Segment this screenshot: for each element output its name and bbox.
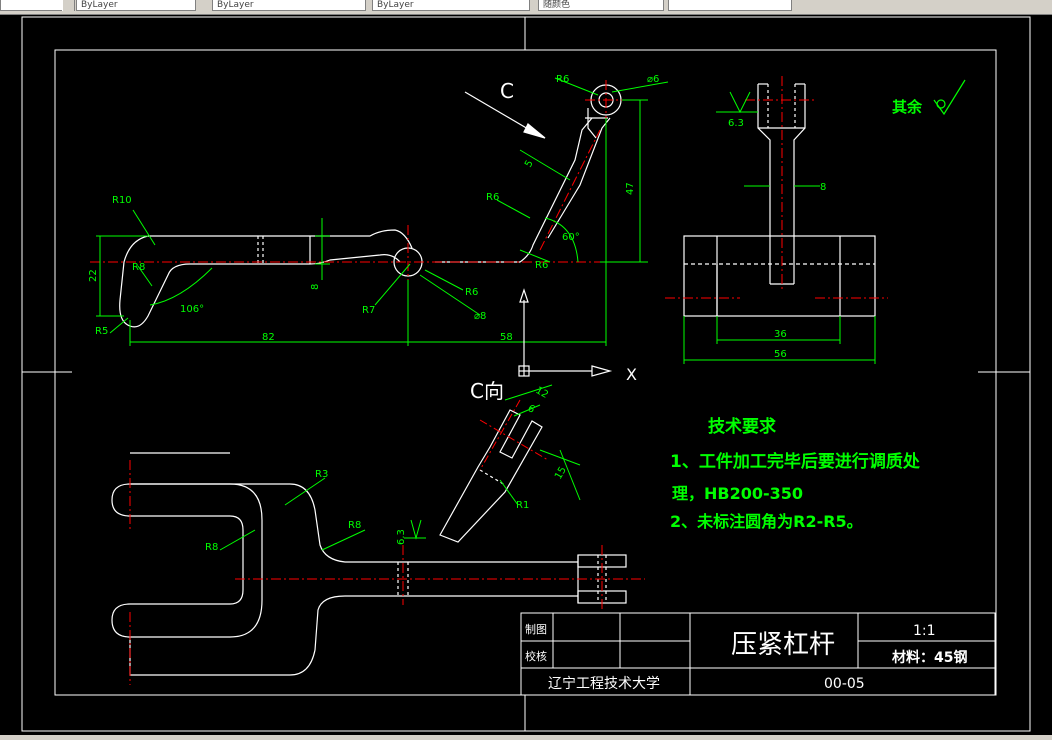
lineweight-combo[interactable]: ByLayer [372,0,530,11]
c-view-dimension-lines [499,384,581,506]
plan-view-dimension-texts: R3 R8 R8 6.3 [205,469,407,553]
side-dim-56: 56 [774,349,787,360]
c-view-centerlines [479,399,549,471]
view-label-c-direction: C向 [470,379,504,403]
drawing-canvas[interactable]: C R10 R8 R5 22 106° 82 8 R7 R6 ⌀8 58 R6 … [0,14,1052,735]
color-dropdown-button[interactable] [62,0,75,11]
side-dim-36: 36 [774,329,787,340]
roughness-note: 其余 [892,98,923,116]
tech-line-1: 1、工件加工完毕后要进行调质处 [670,451,921,472]
dim-r6-elbow: R6 [535,260,548,271]
tech-line-2: 理，HB200-350 [672,484,803,503]
c-dim-6: 6 [526,403,537,416]
side-view-dimension-texts: 6.3 8 36 56 [728,118,826,360]
view-direction-arrow [464,91,546,139]
dim-106: 106° [180,304,204,315]
front-view-dimension-texts: R10 R8 R5 22 106° 82 8 R7 R6 ⌀8 58 R6 R6… [88,74,659,343]
title-block-texts: 制图 校核 压紧杠杆 1:1 材料：45钢 辽宁工程技术大学 00-05 [525,623,967,692]
title-block [520,612,996,696]
c-dim-12: 12 [534,385,551,401]
dim-47: 47 [625,182,636,195]
plotstyle-combo[interactable]: 随颜色 [538,0,664,11]
side-view-outline [683,83,876,317]
extra-combo[interactable] [668,0,792,11]
front-view-dimension-lines [96,77,669,346]
part-name: 压紧杠杆 [731,630,835,660]
color-combo[interactable] [0,0,70,11]
plan-dim-63: 6.3 [396,529,407,545]
dim-r8-left: R8 [132,262,145,273]
roughness-symbol-icon [933,79,966,116]
material-value: 材料：45钢 [892,649,967,666]
checked-by-label: 校核 [525,649,547,663]
front-view-outline [119,84,622,328]
scale-value: 1:1 [913,623,936,639]
tech-line-3: 2、未标注圆角为R2-R5。 [670,512,863,531]
plan-view-dimension-lines [219,477,426,551]
layer-combo-value: ByLayer [81,0,118,10]
ucs-icon [518,288,613,377]
dim-r6-hole: R6 [465,287,478,298]
tech-requirements: 技术要求 1、工件加工完毕后要进行调质处 理，HB200-350 2、未标注圆角… [670,416,921,531]
side-dim-8: 8 [820,182,826,193]
c-view-dimension-texts: 12 6 15 R1 [516,385,569,511]
dim-5: 5 [523,158,536,169]
plan-dim-r3: R3 [315,469,328,480]
linetype-combo-value: ByLayer [217,0,254,10]
plan-dim-r8-a: R8 [348,520,361,531]
plan-view-centerlines [129,460,645,685]
dim-82: 82 [262,332,275,343]
linetype-combo[interactable]: ByLayer [212,0,366,11]
status-bar [0,735,1052,740]
dim-58: 58 [500,332,513,343]
drawn-by-label: 制图 [525,623,547,636]
ucs-x-label: X [626,365,637,384]
properties-toolbar: ByLayer ByLayer ByLayer 随颜色 [0,0,1052,15]
plan-dim-r8-b: R8 [205,542,218,553]
plan-view-outline [111,452,627,676]
side-view-dimension-lines [683,91,876,364]
tech-heading: 技术要求 [708,416,776,437]
dim-r6-arm: R6 [486,192,499,203]
dim-r10: R10 [112,195,132,206]
dim-60: 60° [562,232,580,243]
side-dim-63: 6.3 [728,118,744,129]
front-view-centerlines [90,80,640,300]
layer-combo[interactable]: ByLayer [76,0,196,11]
lineweight-combo-value: ByLayer [377,0,414,10]
dim-phi8: ⌀8 [474,311,486,322]
dim-phi6: ⌀6 [647,74,659,85]
dim-8-small: 8 [310,284,321,290]
school-name: 辽宁工程技术大学 [548,675,660,692]
dim-r5: R5 [95,326,108,337]
c-view-outline [439,409,543,543]
c-dim-r1: R1 [516,500,529,511]
drawing-number: 00-05 [824,676,865,692]
side-view-centerlines [665,76,888,299]
plotstyle-combo-value: 随颜色 [543,0,571,10]
dim-22: 22 [88,269,99,282]
dim-r7: R7 [362,305,375,316]
view-label-c: C [500,79,514,103]
dim-r6-top: R6 [556,74,569,85]
